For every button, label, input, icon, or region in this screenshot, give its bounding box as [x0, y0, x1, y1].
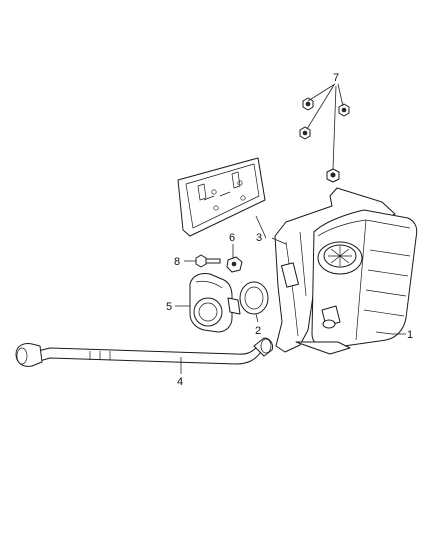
- fastener-nuts-group: [299, 97, 350, 183]
- nut-7c: [299, 126, 311, 140]
- nut-7b: [338, 103, 350, 117]
- callout-8: 8: [174, 256, 180, 268]
- nut-7a: [302, 97, 314, 111]
- vent-hose: [15, 337, 273, 367]
- callout-labels: 7 1 2 3 6 8 5 4: [166, 72, 413, 388]
- clip-nut: [226, 256, 243, 273]
- callout-2: 2: [255, 325, 261, 337]
- callout-6: 6: [229, 232, 235, 244]
- callout-4: 4: [177, 376, 183, 388]
- callout-7: 7: [333, 72, 339, 84]
- nut-7d: [326, 168, 340, 183]
- mounting-bolt: [195, 254, 221, 268]
- seal-ring: [239, 281, 269, 315]
- leader-lines: [175, 83, 406, 374]
- vapor-canister-assembly: [274, 187, 418, 355]
- callout-3: 3: [256, 232, 262, 244]
- filter-housing: [189, 273, 241, 333]
- heat-shield-plate: [177, 157, 266, 237]
- callout-5: 5: [166, 301, 172, 313]
- callout-1: 1: [407, 329, 413, 341]
